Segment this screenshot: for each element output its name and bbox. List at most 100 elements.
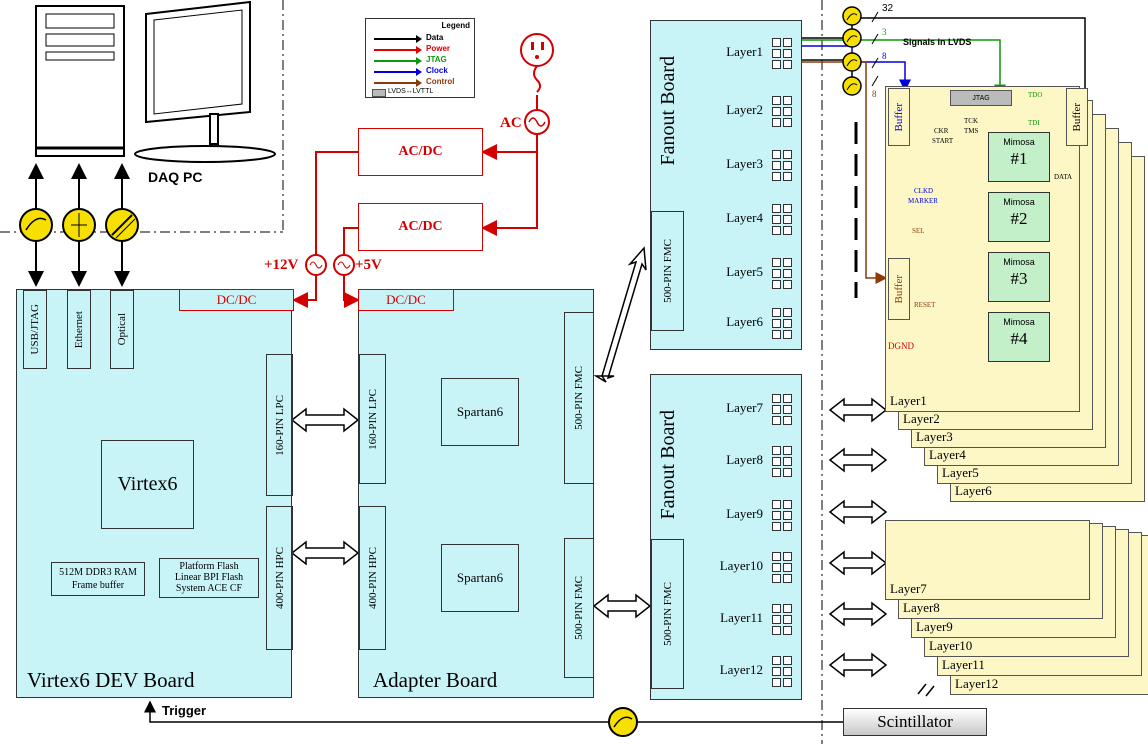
connector-pin (783, 269, 792, 278)
legend-line-icon (374, 49, 418, 51)
connector-pin (783, 215, 792, 224)
connector-pin (783, 107, 792, 116)
bus-width-32: 32 (882, 3, 894, 14)
adapter-fmc-top-label: 500-PIN FMC (573, 366, 585, 430)
adapter-fmc-top: 500-PIN FMC (564, 312, 594, 484)
legend-line-icon (374, 60, 418, 62)
connector-pin (783, 258, 792, 267)
flash-block: Platform Flash Linear BPI Flash System A… (159, 558, 259, 598)
connector-pin (772, 319, 781, 328)
fanout-connector-grid (771, 655, 799, 688)
connector-pin (772, 308, 781, 317)
connector-pin (783, 280, 792, 289)
connector-pin (783, 204, 792, 213)
dev-lpc-connector: 160-PIN LPC (266, 354, 293, 496)
connector-pin (783, 667, 792, 676)
connector-pin (783, 60, 792, 69)
connector-pin (772, 394, 781, 403)
monitor-icon (134, 0, 276, 163)
connector-pin (783, 394, 792, 403)
connector-pin (772, 574, 781, 583)
frame-buffer-label: Frame buffer (71, 580, 125, 591)
connector-pin (772, 511, 781, 520)
legend-title: Legend (441, 21, 470, 30)
fanout-bottom-fmc: 500-PIN FMC (651, 539, 684, 689)
adapter-lpc-connector: 160-PIN LPC (359, 354, 386, 484)
fanout-layer-label: Layer1 (726, 44, 763, 59)
acdc-converter-2: AC/DC (358, 203, 483, 251)
connector-pin (772, 150, 781, 159)
connector-pin (772, 656, 781, 665)
fanout-top-title-wrap: Fanout Board (655, 31, 681, 191)
legend-line-icon (374, 71, 418, 73)
connector-pin (772, 563, 781, 572)
detector-layer-label: Layer12 (955, 676, 999, 691)
spartan6-top: Spartan6 (441, 378, 519, 446)
fanout-layer-label: Layer4 (726, 210, 763, 225)
fanout-bottom-title: Fanout Board (656, 410, 679, 520)
fanout-connector-grid (771, 445, 799, 478)
detector-layer-label: Layer6 (955, 483, 992, 498)
adapter-board-title: Adapter Board (373, 668, 498, 692)
adapter-board: DC/DC 160-PIN LPC 400-PIN HPC Spartan6 S… (358, 289, 594, 698)
dev-hpc-connector: 400-PIN HPC (266, 506, 293, 650)
bus-width-8a: 8 (882, 51, 887, 61)
connector-pin (783, 416, 792, 425)
adapter-lpc-label: 160-PIN LPC (366, 388, 379, 450)
fanout-connector-grid (771, 603, 799, 636)
system-ace-label: System ACE CF (175, 583, 243, 594)
fanout-connector-grid (771, 203, 799, 236)
fanout-layer-label: Layer2 (726, 102, 763, 117)
platform-flash-label: Platform Flash (179, 561, 239, 572)
connector-pin (783, 319, 792, 328)
legend-line-icon (374, 38, 418, 40)
detector-layer-label: Layer9 (916, 619, 953, 634)
connector-pin (772, 416, 781, 425)
plus-5v-label: +5V (355, 257, 382, 273)
dev-board-title: Virtex6 DEV Board (27, 668, 195, 692)
detector-layer-label: Layer10 (929, 638, 973, 653)
connector-pin (783, 330, 792, 339)
fanout-top-fmc: 500-PIN FMC (651, 211, 684, 331)
daq-pc-label: DAQ PC (148, 169, 203, 185)
connector-pin (772, 604, 781, 613)
connector-pin (772, 405, 781, 414)
connector-pin (783, 626, 792, 635)
connector-pin (783, 604, 792, 613)
connector-pin (772, 280, 781, 289)
port-ethernet-label: Ethernet (73, 310, 85, 349)
acdc-converter-1: AC/DC (358, 128, 483, 176)
connector-pin (772, 60, 781, 69)
connector-pin (772, 269, 781, 278)
detector-layer-board: Layer7 (885, 520, 1090, 600)
connector-pin (783, 552, 792, 561)
detector-layer-label: Layer7 (890, 581, 927, 596)
legend-item-label: Control (426, 77, 455, 86)
connector-pin (772, 615, 781, 624)
connector-pin (783, 161, 792, 170)
legend-arrow-icon (416, 35, 422, 43)
connector-pin (783, 563, 792, 572)
fanout-top-fmc-label: 500-PIN FMC (661, 239, 674, 303)
legend-item-label: Power (426, 44, 451, 53)
dcdc-converter-dev: DC/DC (179, 289, 294, 311)
ram-label: 512M DDR3 RAM (59, 567, 137, 578)
connector-pin (783, 615, 792, 624)
spartan6-bottom: Spartan6 (441, 544, 519, 612)
port-ethernet: Ethernet (67, 290, 91, 369)
connector-pin (772, 258, 781, 267)
bpi-flash-label: Linear BPI Flash (174, 572, 244, 583)
fanout-connector-grid (771, 149, 799, 182)
pc-tower-icon (35, 5, 125, 157)
connector-pin (772, 552, 781, 561)
lvds-converter-swatch (372, 89, 386, 97)
virtex6-fpga: Virtex6 (101, 440, 194, 529)
connector-pin (783, 308, 792, 317)
adapter-fmc-bottom: 500-PIN FMC (564, 538, 594, 678)
connector-pin (772, 330, 781, 339)
port-usb-jtag: USB/JTAG (23, 290, 47, 369)
adapter-hpc-label: 400-PIN HPC (366, 546, 379, 610)
